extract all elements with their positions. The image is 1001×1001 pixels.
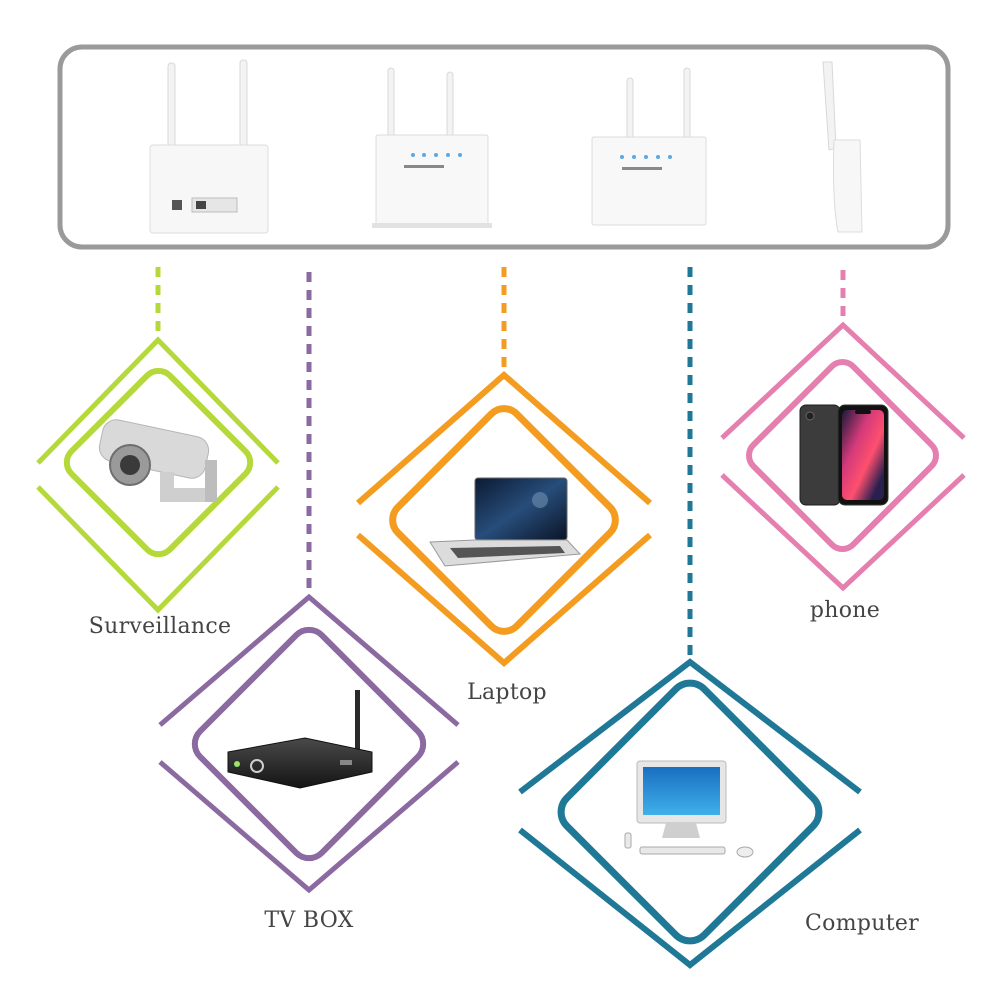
label-phone: phone: [809, 598, 881, 623]
diamond-phone: [720, 321, 966, 592]
router-angle-icon: [591, 67, 707, 226]
desktop-computer-icon: [624, 760, 754, 858]
security-camera-icon: [98, 419, 217, 502]
diamond-laptop: [356, 371, 652, 667]
router-panel: [57, 44, 951, 250]
router-back-icon: [149, 59, 269, 234]
laptop-icon: [429, 477, 582, 567]
smartphone-icon: [799, 404, 889, 506]
diamond-surveillance: [36, 336, 280, 614]
tv-box-icon: [227, 690, 373, 789]
diamond-computer: [518, 658, 862, 969]
label-surveillance: Surveillance: [88, 614, 232, 639]
router-side-icon: [822, 61, 863, 233]
router-front-icon: [372, 67, 492, 228]
label-computer: Computer: [805, 911, 919, 936]
label-laptop: Laptop: [467, 680, 547, 705]
label-tvbox: TV BOX: [264, 908, 354, 933]
diamond-tvbox: [158, 593, 460, 894]
